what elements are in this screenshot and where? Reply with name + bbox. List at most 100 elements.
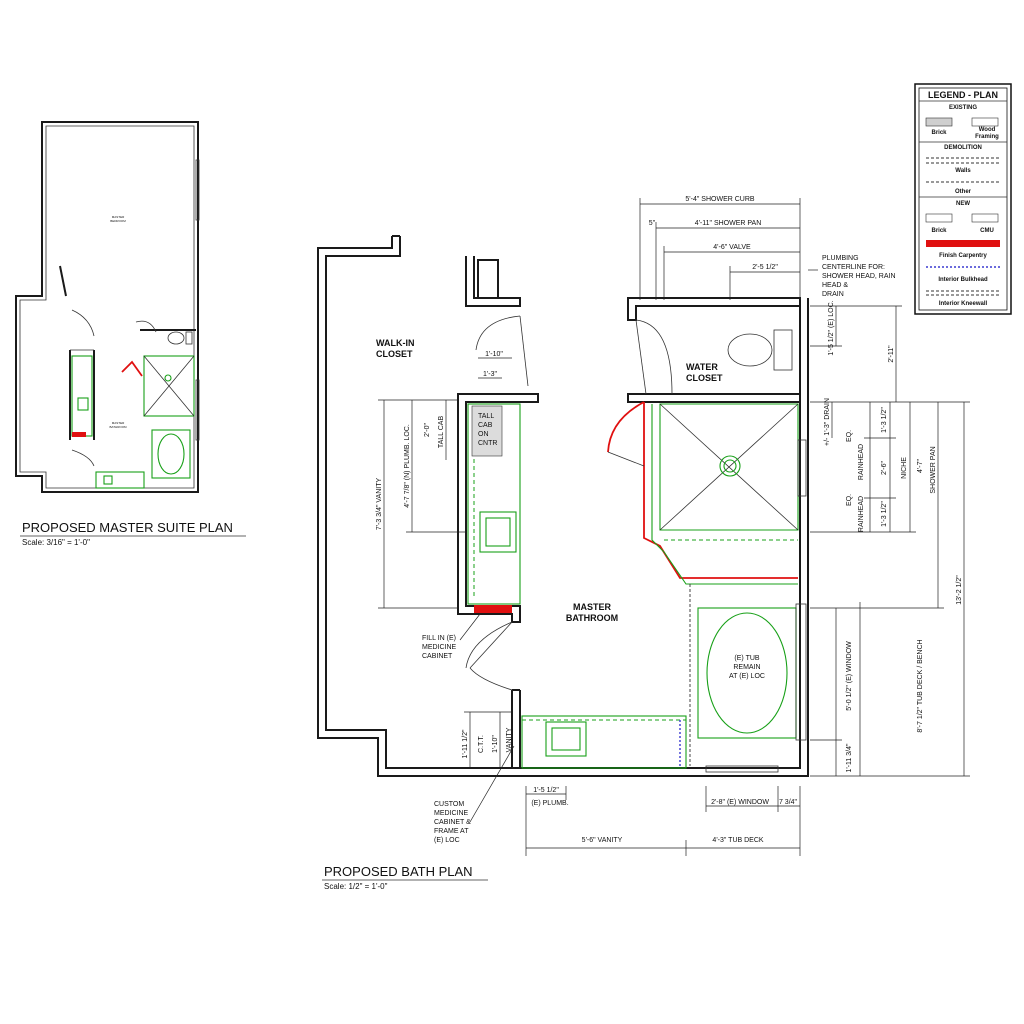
- dim-bottom-e-plumb: (E) PLUMB.: [531, 800, 568, 807]
- right-dimensions: [810, 305, 970, 777]
- fill-in-note-1: FILL IN (E): [422, 635, 456, 642]
- room-water-closet-1: WATER: [686, 362, 718, 372]
- top-dimensions: [639, 198, 801, 300]
- legend-wood-2: Framing: [975, 134, 999, 140]
- tub-label-2: REMAIN: [733, 664, 760, 671]
- dim-closet-one-three: 1'-3": [483, 371, 497, 378]
- legend-walls: Walls: [955, 168, 971, 174]
- dim-right-two-six: 2'-6": [881, 461, 888, 475]
- toilet: [727, 329, 793, 371]
- custom-cab-note-5: (E) LOC: [434, 837, 460, 844]
- legend-cmu: CMU: [980, 228, 994, 234]
- dim-shower-pan: 4'-11" SHOWER PAN: [695, 220, 762, 227]
- suite-plan-scale: Scale: 3/16" = 1'-0": [22, 538, 90, 547]
- dim-right-one-three-a: 1'-3 1/2": [881, 407, 888, 433]
- dim-right-drain: +/- 1'-3" DRAIN: [824, 398, 831, 446]
- room-walk-in-1: WALK-IN: [376, 338, 415, 348]
- dim-right-niche: NICHE: [901, 457, 908, 479]
- custom-cab-note-4: FRAME AT: [434, 828, 469, 835]
- legend-other: Other: [955, 189, 972, 195]
- dim-left-tallcab: TALL CAB: [438, 416, 445, 449]
- dim-right-e-loc: 1'-5 1/2" (E) LOC.: [828, 300, 835, 355]
- room-water-closet-2: CLOSET: [686, 373, 723, 383]
- dim-bottom-tub-deck: 4'-3" TUB DECK: [712, 837, 763, 844]
- fill-in-note-2: MEDICINE: [422, 644, 457, 651]
- dim-closet-one-ten: 1'-10": [485, 351, 503, 358]
- dim-right-tub-bench: 8'-7 1/2" TUB DECK / BENCH: [917, 639, 924, 732]
- plumbing-note-1: PLUMBING: [822, 255, 859, 262]
- room-master-bath-2: BATHROOM: [566, 613, 618, 623]
- shower: [607, 401, 807, 585]
- dim-right-one-eleven: 1'-11 3/4": [846, 743, 853, 773]
- bottom-vanity: [521, 715, 687, 769]
- dim-bl-one-eleven: 1'-11 1/2": [462, 729, 469, 759]
- tall-cab-label-2: CAB: [478, 422, 493, 429]
- left-dimensions: [378, 399, 466, 609]
- plumbing-note-4: HEAD &: [822, 282, 848, 289]
- plumbing-note-2: CENTERLINE FOR:: [822, 264, 885, 271]
- legend-finish: Finish Carpentry: [939, 253, 987, 259]
- tub-label-3: AT (E) LOC: [729, 673, 765, 680]
- legend-finish-swatch: [926, 240, 1000, 247]
- dim-left-vanity: 7'-3 3/4" VANITY: [376, 478, 383, 531]
- dim-bottom-seven: 7 3/4": [779, 799, 798, 806]
- dim-right-four-seven: 4'-7": [917, 459, 924, 473]
- legend-new: NEW: [956, 201, 970, 207]
- legend: LEGEND - PLAN EXISTING Brick Wood Framin…: [914, 83, 1012, 315]
- legend-wood-1: Wood: [979, 127, 996, 133]
- plumbing-note-5: DRAIN: [822, 291, 844, 298]
- suite-plan-title: PROPOSED MASTER SUITE PLAN: [22, 520, 233, 535]
- suite-finish-carpentry: [72, 432, 86, 437]
- dim-bottom-vanity: 5'-6" VANITY: [582, 837, 623, 844]
- dim-bl-vanity: VANITY: [506, 727, 513, 752]
- doors: [465, 315, 673, 691]
- custom-cab-note-3: CABINET &: [434, 819, 471, 826]
- tall-cab-label-4: CNTR: [478, 440, 497, 447]
- legend-bulkhead: Interior Bulkhead: [938, 277, 988, 283]
- suite-room-bedroom-2: BEDROOM: [110, 219, 126, 223]
- fill-in-note-3: CABINET: [422, 653, 453, 660]
- custom-cab-note-1: CUSTOM: [434, 801, 464, 808]
- tub: [689, 584, 807, 773]
- dim-right-shower-pan: SHOWER PAN: [930, 446, 937, 493]
- legend-brick-existing: Brick: [931, 130, 947, 136]
- dim-bl-one-ten: 1'-10": [492, 735, 499, 753]
- plumbing-note-3: SHOWER HEAD, RAIN: [822, 273, 896, 280]
- legend-kneewall: Interior Kneewall: [939, 301, 988, 307]
- dim-left-plumb: 4'-7 7/8" (N) PLUMB. LOC.: [404, 424, 411, 508]
- dim-right-two-eleven: 2'-11": [888, 345, 895, 363]
- tub-label-1: (E) TUB: [734, 655, 759, 662]
- dim-right-eq1: EQ.: [846, 430, 853, 442]
- vanity-cabinet: [467, 403, 521, 613]
- room-master-bath-1: MASTER: [573, 602, 612, 612]
- dim-five: 5": [649, 220, 656, 227]
- dim-bottom-window: 2'-8" (E) WINDOW: [711, 799, 769, 806]
- suite-room-bath-2: BATHROOM: [109, 425, 127, 429]
- bath-plan-title: PROPOSED BATH PLAN: [324, 864, 473, 879]
- custom-cab-note-2: MEDICINE: [434, 810, 469, 817]
- bottom-dimensions: [525, 786, 801, 856]
- suite-plan: MASTER BEDROOM MASTER BATHROOM: [15, 121, 200, 493]
- dim-bottom-one-five: 1'-5 1/2": [533, 787, 559, 794]
- dim-shower-curb: 5'-4" SHOWER CURB: [685, 196, 754, 203]
- suite-room-bath-1: MASTER: [112, 421, 125, 425]
- dim-right-rainhead2: RAINHEAD: [858, 496, 865, 532]
- dim-right-rainhead1: RAINHEAD: [858, 444, 865, 480]
- tall-cab-label-1: TALL: [478, 413, 494, 420]
- dim-two-five: 2'-5 1/2": [752, 264, 778, 271]
- suite-room-bedroom-1: MASTER: [112, 215, 125, 219]
- bath-plan-scale: Scale: 1/2" = 1'-0": [324, 882, 388, 891]
- legend-brick-new: Brick: [931, 228, 947, 234]
- fill-in-medicine-cabinet: [474, 605, 512, 613]
- legend-demolition: DEMOLITION: [944, 145, 982, 151]
- dim-right-eq2: EQ.: [846, 494, 853, 506]
- room-walk-in-2: CLOSET: [376, 349, 413, 359]
- legend-title: LEGEND - PLAN: [928, 90, 998, 100]
- bath-plan-walls: [317, 235, 809, 777]
- dim-bl-ctt: C.T.T.: [478, 735, 485, 753]
- dim-valve: 4'-6" VALVE: [713, 244, 751, 251]
- dim-right-one-three-b: 1'-3 1/2": [881, 501, 888, 527]
- dim-left-two: 2'-0": [424, 423, 431, 437]
- legend-existing: EXISTING: [949, 105, 977, 111]
